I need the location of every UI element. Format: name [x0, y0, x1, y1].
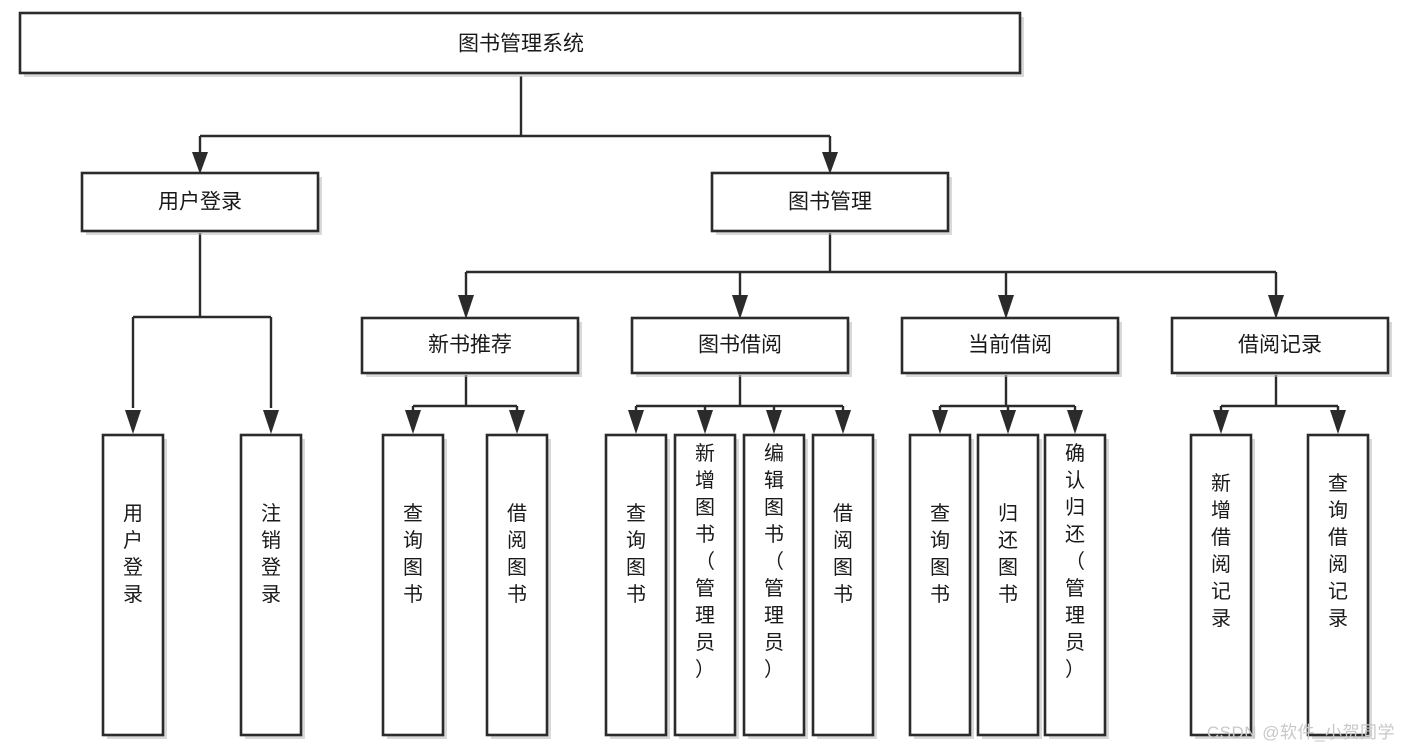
arrowhead-user-login: [192, 152, 208, 174]
leaf-user-login[interactable]: 用户登录: [101, 433, 167, 739]
arrowhead-leaf-borrow-book-1: [509, 410, 525, 434]
leaf-query-record-box[interactable]: [1306, 433, 1370, 737]
node-book-manage-label: 图书管理: [788, 191, 872, 214]
leaf-confirm-return-box[interactable]: [1043, 433, 1107, 737]
arrowhead-new-book-recommend: [458, 295, 474, 319]
arrowhead-book-borrow: [732, 295, 748, 319]
leaf-query-book-1-box[interactable]: [381, 433, 445, 737]
node-root[interactable]: 图书管理系统: [18, 11, 1024, 77]
arrowhead-borrow-record: [1268, 295, 1284, 319]
leaf-add-record-box[interactable]: [1189, 433, 1253, 737]
node-borrow-record[interactable]: 借阅记录: [1170, 316, 1392, 377]
leaf-query-record-label: 查询借阅记录: [1328, 472, 1348, 630]
leaf-query-book-3-box[interactable]: [908, 433, 972, 737]
leaf-edit-book-box[interactable]: [742, 433, 806, 737]
node-book-borrow-label: 图书借阅: [698, 334, 782, 357]
leaf-query-record[interactable]: 查询借阅记录: [1306, 433, 1372, 739]
arrowhead-leaf-edit-book: [766, 410, 782, 434]
leaf-edit-book[interactable]: 编辑图书（管理员）: [742, 433, 808, 739]
leaf-add-book[interactable]: 新增图书（管理员）: [673, 433, 739, 739]
leaf-edit-book-label: 编辑图书（管理员）: [764, 442, 784, 681]
node-borrow-record-label: 借阅记录: [1238, 334, 1322, 357]
node-root-box[interactable]: [18, 11, 1022, 75]
node-book-borrow-box[interactable]: [630, 316, 850, 375]
arrowhead-leaf-user-login: [125, 410, 141, 434]
node-book-manage-box[interactable]: [710, 171, 950, 233]
arrowhead-leaf-query-book-1: [405, 410, 421, 434]
leaf-borrow-book-1-label: 借阅图书: [507, 502, 527, 606]
arrowhead-leaf-query-book-2: [628, 410, 644, 434]
leaf-user-logout-box[interactable]: [239, 433, 303, 737]
leaf-return-book-box[interactable]: [976, 433, 1040, 737]
node-new-book-recommend[interactable]: 新书推荐: [360, 316, 582, 377]
leaf-query-book-3[interactable]: 查询图书: [908, 433, 974, 739]
leaf-add-record-label: 新增借阅记录: [1211, 472, 1231, 630]
leaf-query-book-3-label: 查询图书: [930, 502, 950, 606]
arrowhead-leaf-borrow-book-2: [835, 410, 851, 434]
leaf-query-book-2-box[interactable]: [604, 433, 668, 737]
node-user-login[interactable]: 用户登录: [80, 171, 322, 235]
leaf-user-logout-label: 注销登录: [261, 502, 281, 606]
leaf-borrow-book-2[interactable]: 借阅图书: [811, 433, 877, 739]
csdn-watermark: CSDN @软件_小贺同学: [1206, 723, 1395, 742]
node-user-login-label: 用户登录: [158, 191, 242, 214]
node-current-borrow[interactable]: 当前借阅: [900, 316, 1122, 377]
node-current-borrow-label: 当前借阅: [968, 334, 1052, 357]
leaf-return-book[interactable]: 归还图书: [976, 433, 1042, 739]
arrowhead-current-borrow: [998, 295, 1014, 319]
arrowhead-leaf-add-book: [697, 410, 713, 434]
leaf-add-book-box[interactable]: [673, 433, 737, 737]
node-book-manage[interactable]: 图书管理: [710, 171, 952, 235]
leaf-user-login-box[interactable]: [101, 433, 165, 737]
arrowhead-book-manage: [822, 152, 838, 174]
leaf-borrow-book-1-box[interactable]: [485, 433, 549, 737]
leaf-add-record[interactable]: 新增借阅记录: [1189, 433, 1255, 739]
leaf-query-book-1-label: 查询图书: [403, 502, 423, 606]
leaf-borrow-book-1[interactable]: 借阅图书: [485, 433, 551, 739]
leaf-query-book-2-label: 查询图书: [626, 502, 646, 606]
node-new-book-recommend-box[interactable]: [360, 316, 580, 375]
leaf-query-book-2[interactable]: 查询图书: [604, 433, 670, 739]
node-borrow-record-box[interactable]: [1170, 316, 1390, 375]
connector-layer: [125, 76, 1346, 434]
arrowhead-leaf-query-book-3: [932, 410, 948, 434]
arrowhead-leaf-confirm-return: [1067, 410, 1083, 434]
node-root-label: 图书管理系统: [458, 33, 584, 56]
leaf-borrow-book-2-box[interactable]: [811, 433, 875, 737]
node-book-borrow[interactable]: 图书借阅: [630, 316, 852, 377]
arrowhead-leaf-add-record: [1213, 410, 1229, 434]
leaf-confirm-return[interactable]: 确认归还（管理员）: [1043, 433, 1109, 739]
leaf-borrow-book-2-label: 借阅图书: [833, 502, 853, 606]
leaf-query-book-1[interactable]: 查询图书: [381, 433, 447, 739]
arrowhead-leaf-query-record: [1330, 410, 1346, 434]
leaf-user-login-label: 用户登录: [123, 503, 143, 606]
arrowhead-leaf-user-logout: [263, 410, 279, 434]
leaf-add-book-label: 新增图书（管理员）: [695, 442, 715, 681]
leaf-user-logout[interactable]: 注销登录: [239, 433, 305, 739]
node-current-borrow-box[interactable]: [900, 316, 1120, 375]
leaf-confirm-return-label: 确认归还（管理员）: [1065, 442, 1085, 681]
arrowhead-leaf-return-book: [1000, 410, 1016, 434]
leaf-return-book-label: 归还图书: [998, 502, 1018, 606]
node-new-book-recommend-label: 新书推荐: [428, 334, 512, 357]
node-user-login-box[interactable]: [80, 171, 320, 233]
